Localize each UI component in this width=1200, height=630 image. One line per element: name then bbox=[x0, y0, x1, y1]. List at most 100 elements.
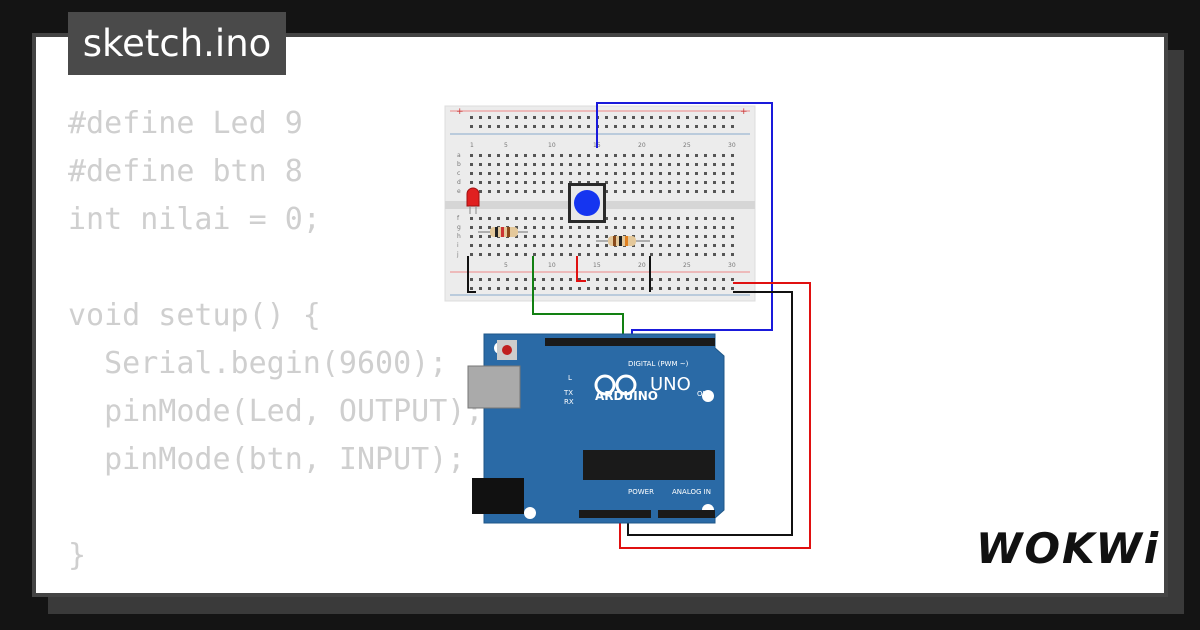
resistor-band bbox=[495, 227, 498, 237]
breadboard-hole bbox=[641, 181, 644, 184]
breadboard-hole bbox=[479, 181, 482, 184]
breadboard-hole bbox=[524, 154, 527, 157]
breadboard-hole bbox=[578, 163, 581, 166]
arduino-uno[interactable]: DIGITAL (PWM ~) ARDUINO UNO ON L TX RX P… bbox=[467, 333, 725, 524]
breadboard-hole bbox=[533, 287, 536, 290]
breadboard-hole bbox=[695, 154, 698, 157]
breadboard-hole bbox=[596, 172, 599, 175]
l-label: L bbox=[568, 374, 572, 382]
breadboard-hole bbox=[704, 163, 707, 166]
breadboard-hole bbox=[614, 181, 617, 184]
breadboard-hole bbox=[542, 235, 545, 238]
breadboard-hole bbox=[524, 278, 527, 281]
breadboard-hole bbox=[704, 125, 707, 128]
breadboard-hole bbox=[686, 226, 689, 229]
breadboard-hole bbox=[533, 235, 536, 238]
breadboard-hole bbox=[677, 125, 680, 128]
breadboard-hole bbox=[488, 217, 491, 220]
column-label: 20 bbox=[638, 262, 646, 269]
reset-button[interactable] bbox=[502, 345, 512, 355]
breadboard-hole bbox=[722, 287, 725, 290]
breadboard-hole bbox=[668, 116, 671, 119]
wire-black[interactable] bbox=[467, 256, 476, 293]
breadboard-hole bbox=[470, 253, 473, 256]
breadboard-hole bbox=[650, 116, 653, 119]
breadboard-hole bbox=[659, 253, 662, 256]
breadboard-hole bbox=[569, 278, 572, 281]
breadboard-hole bbox=[722, 235, 725, 238]
breadboard-hole bbox=[488, 163, 491, 166]
code-line bbox=[68, 244, 483, 292]
breadboard-hole bbox=[524, 190, 527, 193]
breadboard-hole bbox=[623, 190, 626, 193]
breadboard-hole bbox=[677, 217, 680, 220]
row-label: i bbox=[457, 242, 459, 249]
red-led[interactable] bbox=[466, 187, 480, 214]
breadboard-hole bbox=[605, 125, 608, 128]
breadboard-hole bbox=[560, 163, 563, 166]
breadboard-hole bbox=[488, 226, 491, 229]
breadboard-hole bbox=[587, 278, 590, 281]
resistor-button[interactable] bbox=[596, 236, 650, 246]
column-label: 10 bbox=[548, 262, 556, 269]
breadboard-hole bbox=[641, 163, 644, 166]
breadboard-hole bbox=[731, 163, 734, 166]
breadboard-hole bbox=[578, 287, 581, 290]
breadboard-hole bbox=[596, 287, 599, 290]
breadboard-hole bbox=[731, 253, 734, 256]
breadboard-hole bbox=[686, 235, 689, 238]
code-line: Serial.begin(9600); bbox=[68, 346, 448, 381]
push-button[interactable] bbox=[568, 183, 606, 223]
breadboard-hole bbox=[578, 244, 581, 247]
column-label: 5 bbox=[504, 142, 508, 149]
arduino-logo-icon bbox=[594, 374, 616, 396]
wire-green[interactable] bbox=[532, 256, 624, 341]
breadboard-hole bbox=[650, 278, 653, 281]
breadboard-hole bbox=[506, 181, 509, 184]
breadboard-hole bbox=[542, 116, 545, 119]
breadboard-hole bbox=[695, 253, 698, 256]
breadboard-hole bbox=[569, 125, 572, 128]
breadboard-hole bbox=[731, 154, 734, 157]
breadboard-hole bbox=[488, 190, 491, 193]
breadboard-hole bbox=[659, 244, 662, 247]
row-label: a bbox=[457, 152, 461, 159]
wire-red[interactable] bbox=[576, 256, 586, 282]
breadboard-hole bbox=[488, 116, 491, 119]
breadboard-hole bbox=[623, 172, 626, 175]
breadboard-hole bbox=[650, 226, 653, 229]
breadboard-hole bbox=[713, 181, 716, 184]
breadboard-hole bbox=[731, 172, 734, 175]
row-label: d bbox=[457, 179, 461, 186]
breadboard-hole bbox=[623, 154, 626, 157]
breadboard-hole bbox=[542, 226, 545, 229]
breadboard-hole bbox=[650, 287, 653, 290]
wire-blue[interactable] bbox=[596, 102, 773, 341]
breadboard-hole bbox=[479, 278, 482, 281]
breadboard-hole bbox=[560, 181, 563, 184]
analog-label: ANALOG IN bbox=[672, 488, 711, 496]
breadboard-hole bbox=[641, 125, 644, 128]
breadboard-hole bbox=[677, 278, 680, 281]
breadboard-hole bbox=[605, 287, 608, 290]
breadboard-hole bbox=[578, 125, 581, 128]
breadboard-hole bbox=[632, 217, 635, 220]
breadboard-hole bbox=[704, 154, 707, 157]
breadboard-hole bbox=[659, 226, 662, 229]
wire-red[interactable] bbox=[619, 282, 811, 549]
digital-label: DIGITAL (PWM ~) bbox=[628, 360, 689, 368]
breadboard-hole bbox=[659, 181, 662, 184]
breadboard-hole bbox=[641, 244, 644, 247]
breadboard-hole bbox=[722, 172, 725, 175]
breadboard-hole bbox=[587, 244, 590, 247]
breadboard-hole bbox=[641, 253, 644, 256]
breadboard-hole bbox=[479, 244, 482, 247]
code-line: pinMode(Led, OUTPUT); bbox=[68, 394, 484, 429]
breadboard-hole bbox=[560, 278, 563, 281]
breadboard-hole bbox=[623, 278, 626, 281]
resistor-led[interactable] bbox=[478, 227, 528, 237]
breadboard-hole bbox=[713, 287, 716, 290]
on-label: ON bbox=[697, 390, 708, 398]
wire-black[interactable] bbox=[627, 291, 793, 536]
breadboard-hole bbox=[560, 190, 563, 193]
